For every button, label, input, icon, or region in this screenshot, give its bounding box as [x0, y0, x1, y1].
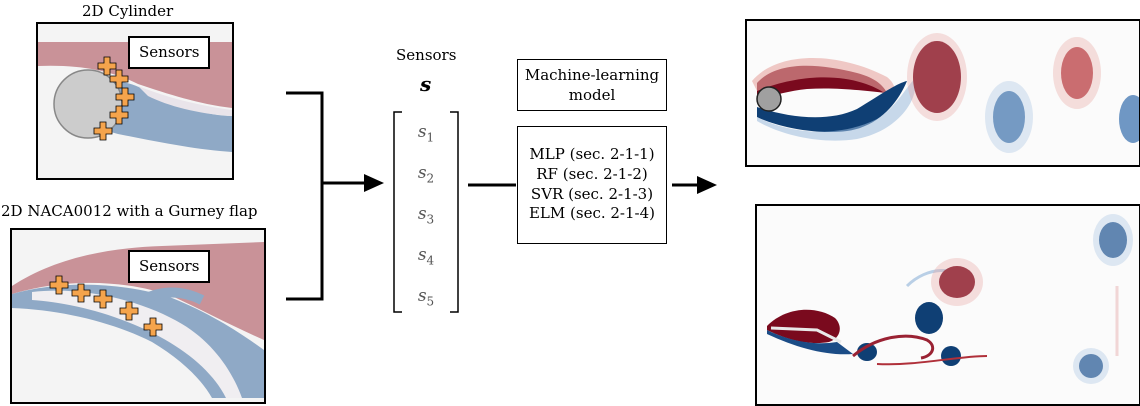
naca-panel: Sensors — [10, 228, 266, 404]
vector-entry-2: s2 — [417, 163, 435, 186]
cylinder-sensor-label: Sensors — [128, 36, 211, 69]
method-mlp: MLP (sec. 2-1-1) — [529, 145, 655, 163]
naca-output-panel — [755, 204, 1140, 406]
cylinder-output-panel — [745, 19, 1140, 167]
cylinder-title: 2D Cylinder — [82, 2, 174, 20]
model-title-line1: Machine-learning — [524, 66, 660, 84]
merge-bracket — [286, 91, 324, 301]
naca-vortex-field — [757, 206, 1139, 404]
vector-entry-4: s4 — [417, 245, 435, 268]
vector-entry-3: s3 — [417, 204, 435, 227]
vector-symbol: s — [420, 72, 432, 96]
naca-sensor-label: Sensors — [128, 250, 211, 283]
model-methods-box: MLP (sec. 2-1-1) RF (sec. 2-1-2) SVR (se… — [517, 126, 667, 244]
vector-right-bracket — [450, 111, 459, 313]
arrow-head-1 — [364, 174, 384, 192]
arrow-head-2 — [697, 176, 717, 194]
vector-title: Sensors — [396, 46, 457, 64]
cylinder-vortex-field — [747, 21, 1139, 165]
model-title-box: Machine-learning model — [517, 59, 667, 111]
method-svr: SVR (sec. 2-1-3) — [530, 184, 654, 203]
cylinder-panel: Sensors — [36, 22, 234, 180]
vector-entry-5: s5 — [417, 286, 435, 309]
naca-title: 2D NACA0012 with a Gurney flap — [1, 202, 258, 220]
method-elm: ELM (sec. 2-1-4) — [528, 204, 656, 223]
model-title-line2: model — [568, 85, 616, 104]
method-rf: RF (sec. 2-1-2) — [536, 164, 648, 183]
vector-left-bracket — [393, 111, 402, 313]
vector-entry-1: s1 — [417, 122, 435, 145]
